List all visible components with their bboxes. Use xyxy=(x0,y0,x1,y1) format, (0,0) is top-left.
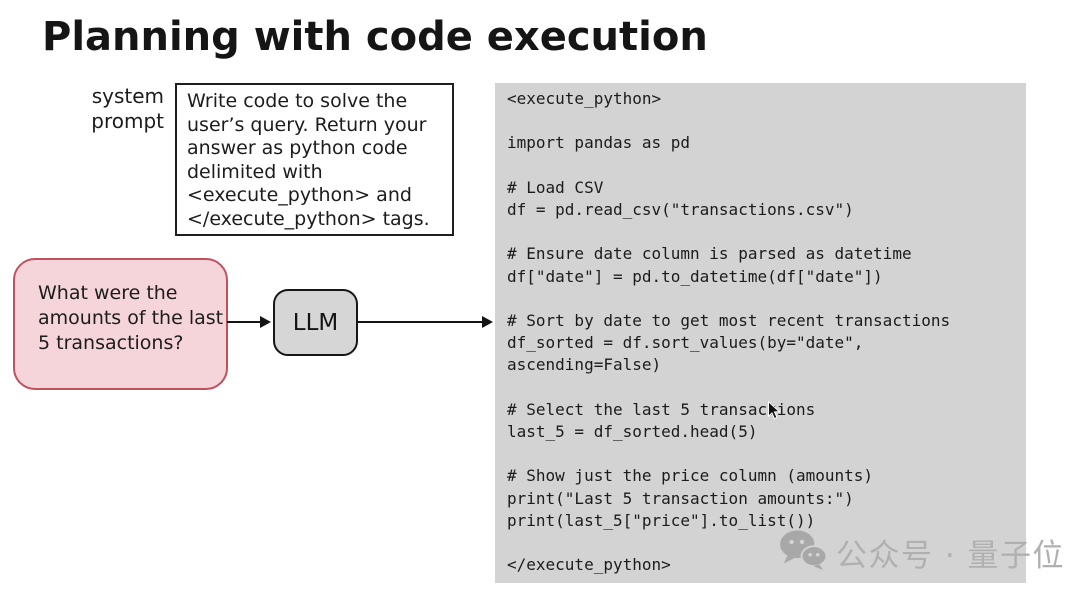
user-query-box: What were the amounts of the last 5 tran… xyxy=(13,258,228,390)
page-title: Planning with code execution xyxy=(42,14,708,60)
arrow-query-to-llm xyxy=(227,320,262,323)
llm-node: LLM xyxy=(273,289,358,356)
arrow-llm-to-code xyxy=(358,320,483,323)
system-prompt-label: system prompt xyxy=(91,84,164,133)
python-code: <execute_python> import pandas as pd # L… xyxy=(507,89,951,575)
arrow-query-to-llm-head xyxy=(260,315,271,328)
code-output-panel: <execute_python> import pandas as pd # L… xyxy=(495,83,1026,583)
arrow-llm-to-code-head xyxy=(482,315,493,328)
mouse-cursor-icon xyxy=(767,400,781,425)
system-prompt-box: Write code to solve the user’s query. Re… xyxy=(175,83,454,236)
